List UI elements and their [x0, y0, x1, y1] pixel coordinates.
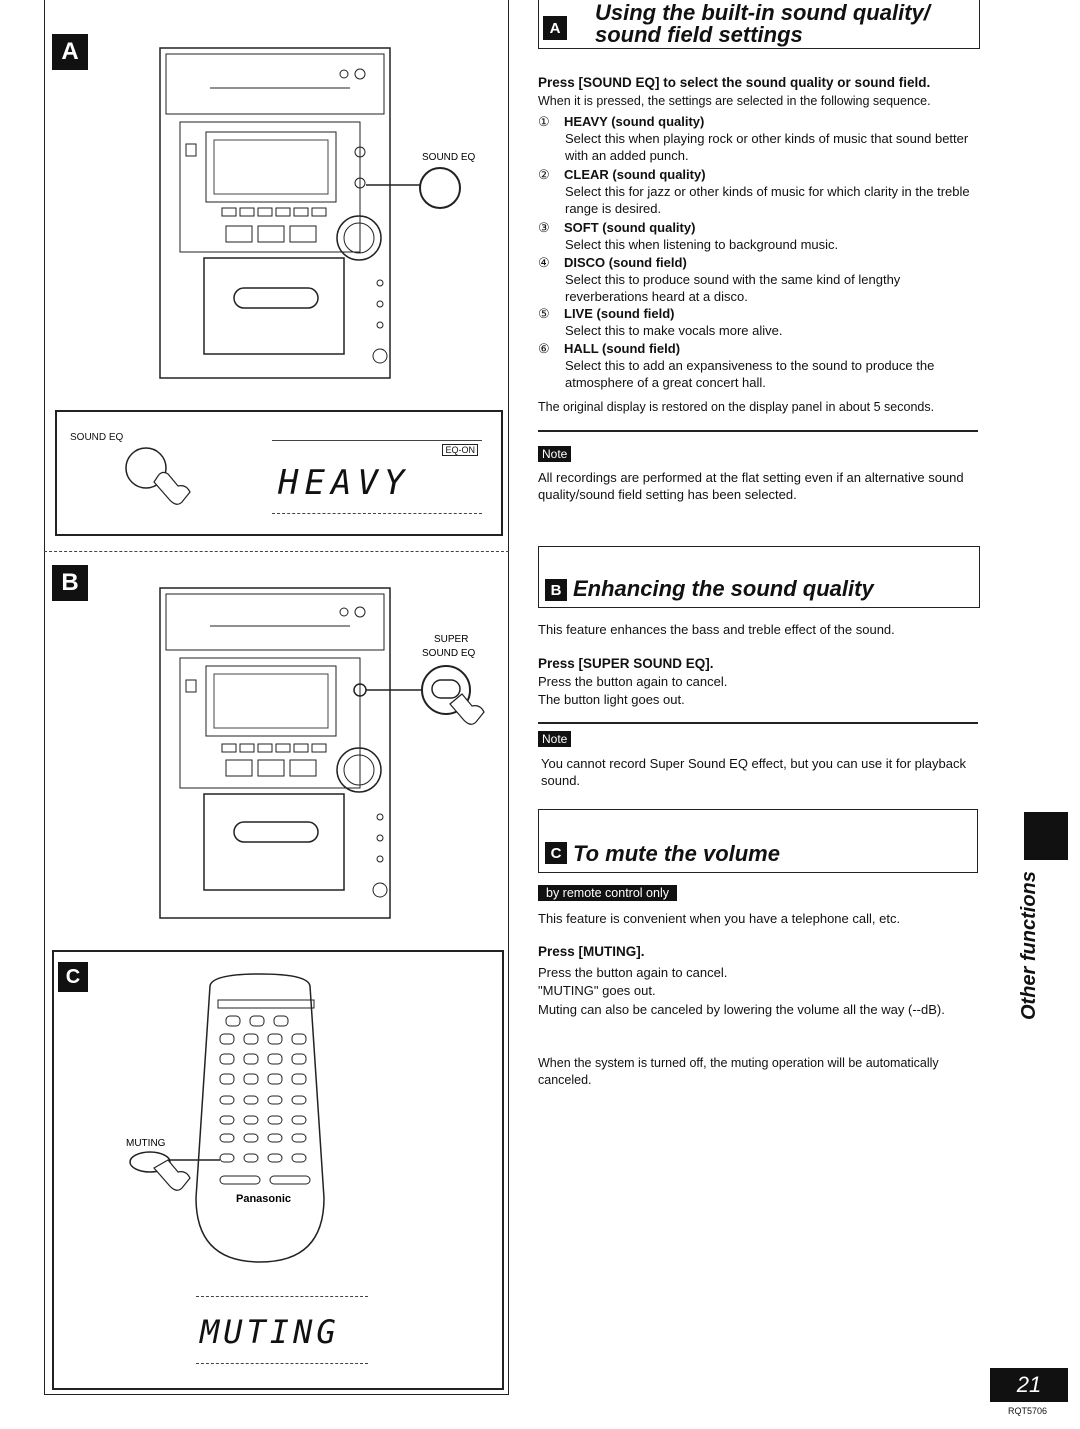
- section-a-title-line2: sound field settings: [595, 22, 803, 47]
- note-a-rule: [538, 430, 978, 432]
- stereo-unit-illustration-b: SUPER SOUND EQ: [159, 587, 485, 919]
- section-c-line1: Press the button again to cancel.: [538, 965, 728, 980]
- lcd-text-heavy: HEAVY: [278, 463, 411, 503]
- lcd-display-a: EQ-ON HEAVY: [272, 440, 482, 514]
- remote-control-illustration: Panasonic MUTING: [126, 973, 325, 1263]
- section-b-intro: This feature enhances the bass and trebl…: [538, 622, 895, 637]
- super-sound-eq-label: SOUND EQ: [422, 648, 476, 659]
- side-label-other-functions: Other functions: [1018, 871, 1040, 1020]
- section-b-press: Press [SUPER SOUND EQ].: [538, 656, 714, 671]
- section-a-header: A Using the built-in sound quality/ soun…: [538, 0, 980, 49]
- sound-eq-caption-a: SOUND EQ: [70, 432, 124, 443]
- section-a-restore: The original display is restored on the …: [538, 400, 935, 414]
- remote-only-badge: by remote control only: [538, 885, 677, 901]
- lcd-text-muting: MUTING: [200, 1313, 340, 1351]
- hand-press-icon-a: [125, 447, 191, 505]
- note-b-text: You cannot record Super Sound EQ effect,…: [541, 756, 966, 788]
- muting-label: MUTING: [126, 1138, 166, 1149]
- super-label: SUPER: [434, 634, 468, 645]
- section-b-badge: B: [545, 579, 567, 601]
- left-column-rule: [44, 0, 45, 1395]
- section-c-title: To mute the volume: [573, 841, 780, 866]
- section-b-header: B Enhancing the sound quality: [538, 546, 980, 608]
- section-c-badge: C: [545, 842, 567, 864]
- section-c-press: Press [MUTING].: [538, 944, 645, 959]
- section-c-line2: "MUTING" goes out.: [538, 983, 656, 998]
- page-number: 21: [990, 1368, 1068, 1402]
- left-column-bottom-rule: [44, 1394, 509, 1395]
- section-c-header: C To mute the volume: [538, 809, 978, 873]
- stereo-unit-illustration-a: SOUND EQ: [159, 47, 476, 379]
- note-a-text: All recordings are performed at the flat…: [538, 470, 964, 502]
- eq-on-indicator: EQ-ON: [442, 444, 478, 456]
- document-code: RQT5706: [1008, 1406, 1048, 1416]
- section-c-line3: Muting can also be canceled by lowering …: [538, 1002, 945, 1017]
- display-panel-box-a: [55, 410, 503, 536]
- remote-illustration-box-c: [52, 950, 504, 1390]
- section-b-title: Enhancing the sound quality: [573, 576, 874, 601]
- left-column-rule-right: [508, 0, 509, 1395]
- section-a-title-line1: Using the built-in sound quality/: [595, 0, 930, 25]
- divider-ab: [44, 551, 509, 553]
- section-a-intro: When it is pressed, the settings are sel…: [538, 94, 931, 108]
- section-b-line1: Press the button again to cancel.: [538, 674, 728, 689]
- note-b-label: Note: [538, 731, 572, 747]
- note-a-label: Note: [538, 446, 572, 462]
- sound-eq-label-a: SOUND EQ: [422, 152, 476, 163]
- lcd-display-c: MUTING: [196, 1296, 368, 1364]
- marker-b: B: [52, 565, 88, 601]
- section-a-badge: A: [543, 16, 567, 40]
- marker-c: C: [58, 962, 88, 992]
- marker-a: A: [52, 34, 88, 70]
- section-a-intro-bold: Press [SOUND EQ] to select the sound qua…: [538, 75, 931, 90]
- section-c-line4: When the system is turned off, the mutin…: [538, 1056, 939, 1087]
- section-c-intro: This feature is convenient when you have…: [538, 911, 901, 926]
- side-tab-block: [1024, 812, 1068, 860]
- section-b-line2: The button light goes out.: [538, 692, 685, 707]
- note-b-rule: [538, 722, 978, 724]
- brand-logo: Panasonic: [236, 1193, 291, 1205]
